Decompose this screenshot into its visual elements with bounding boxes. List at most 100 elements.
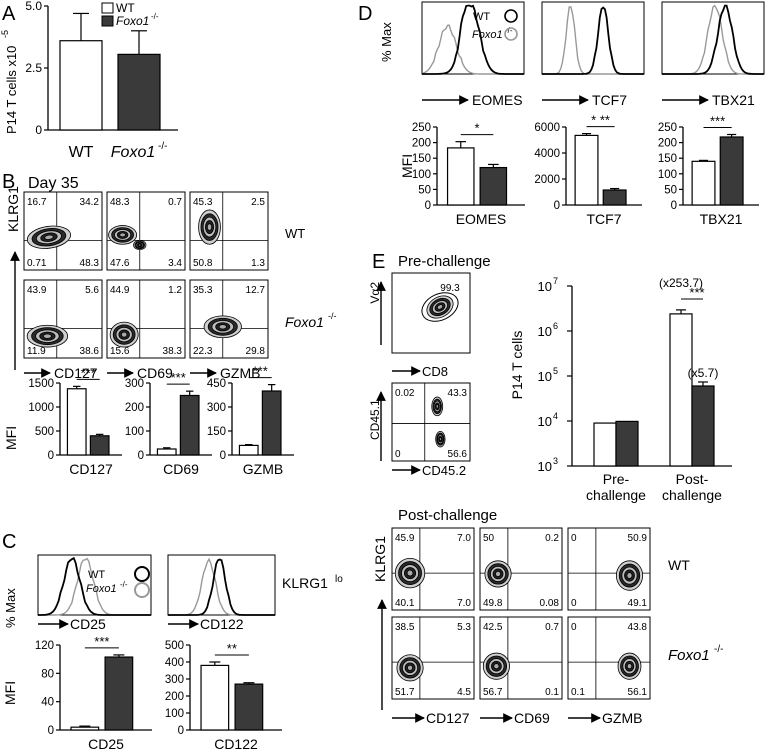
b-flow-1-2-q-ll: 22.3 [193, 346, 213, 357]
b-bars-y-label: MFI [3, 426, 19, 450]
b-row-label-ko-sup: -/- [328, 311, 337, 321]
e-flow-1-2-q-ul: 0 [571, 622, 577, 633]
b-flow-0-2-q-ul: 45.3 [193, 197, 213, 208]
b-flow-0-1-population-contour [138, 243, 142, 247]
c-bars-cd25-tick-label: 80 [41, 668, 54, 680]
b-flow-1-1-q-lr: 38.3 [163, 346, 183, 357]
d-bars-eomes-tick-label: 100 [412, 169, 431, 181]
e-flow-0-0-population [394, 557, 426, 589]
e-tick-label: 10 [538, 459, 552, 474]
e-row-label-wt: WT [668, 557, 690, 573]
e-flow-0-0-q-lr: 7.0 [457, 598, 471, 609]
panel-letter-b: B [2, 171, 15, 193]
b-bars-cd127-sig-stars: *** [81, 365, 96, 380]
c-y-label: % Max [3, 588, 18, 628]
c-x-label-cd122: CD122 [200, 616, 244, 632]
c-bars-cd122-tick-label: 200 [165, 691, 184, 703]
b-flow-1-1-q-ll: 15.6 [110, 346, 130, 357]
c-bars-cd122-tick-label: 400 [165, 657, 184, 669]
b-flow-1-1-q-ul: 44.9 [110, 285, 130, 296]
b-bars-gzmb-tick-label: 450 [207, 378, 226, 390]
c-bars-cd122-tick-label: 500 [165, 640, 184, 652]
b-bars-cd69-tick-label: 300 [125, 378, 144, 390]
b-flow-0-1-population-contour [119, 232, 126, 238]
a-bar-wt [59, 40, 103, 131]
b-flow-0-2-population-contour [206, 223, 213, 231]
d-bars-eomes-sig-stars: * [475, 121, 480, 136]
b-flow-0-0-q-lr: 48.3 [80, 258, 100, 269]
b-bars-cd127-tick-label: 1500 [28, 378, 54, 390]
b-bars-cd69-tick-label: 100 [125, 426, 144, 438]
a-legend-ko: Foxo1 [116, 14, 149, 28]
b-flow-1-1-q-ur: 1.2 [168, 285, 182, 296]
c-legend-wt: WT [88, 569, 105, 581]
e-cd452-label: CD45.2 [422, 463, 466, 478]
b-bars-cd69-bar-ko [179, 394, 200, 456]
b-flow-1-1-population [109, 321, 139, 348]
b-flow-1-2-q-ul: 35.3 [193, 285, 213, 296]
c-bars-cd25-sig-stars: *** [94, 634, 109, 649]
e-cd45-q-ll: 0 [395, 449, 401, 460]
e-row-label-ko: Foxo1 [668, 647, 710, 664]
e-tick-label: 10 [538, 324, 552, 339]
a-tick-label: 5.0 [25, 0, 42, 13]
pre-challenge-title: Pre-challenge [398, 253, 491, 270]
c-legend-circle-ko [134, 582, 150, 598]
d-legend-ko: Foxo1 [472, 29, 503, 41]
b-flow-0-2-q-ll: 50.8 [193, 258, 213, 269]
d-hist-tcf7-curve [542, 6, 644, 75]
d-bars-tcf7-tick-label: 4000 [534, 148, 560, 160]
e-cat-post-2: challenge [662, 487, 722, 503]
d-hist-eomes-curve [422, 4, 524, 75]
e-flow-0-2-q-ur: 50.9 [628, 533, 648, 544]
a-y-label: P14 T cells x10 [4, 46, 19, 134]
e-flow-1-0-q-lr: 4.5 [457, 687, 471, 698]
b-flow-1-0-frame [23, 279, 103, 359]
e-flow-1-1-q-ur: 0.7 [545, 622, 559, 633]
e-flow-0-1-population-contour [495, 570, 502, 577]
b-flow-0-1-q-ul: 48.3 [110, 197, 130, 208]
c-hist-cd25-curve [38, 556, 151, 616]
e-bar-ko [615, 420, 639, 467]
panel-letter-c: C [2, 531, 16, 553]
e-flow-1-1-q-ll: 56.7 [483, 687, 503, 698]
e-flow-1-2-q-ur: 43.8 [628, 622, 648, 633]
c-bars-cd122-tick-label: 0 [178, 725, 184, 737]
e-flow-0-0-q-ur: 7.0 [457, 533, 471, 544]
e-flow-0-0-population-contour [406, 569, 414, 577]
c-bars-y-label: MFI [2, 681, 18, 705]
e-tick-label: 10 [538, 414, 552, 429]
b-flow-0-1-q-ur: 0.7 [168, 197, 182, 208]
d-x-label-tcf7: TCF7 [592, 92, 627, 108]
e-x-label-gzmb: GZMB [602, 710, 642, 726]
b-flow-0-0-population [26, 225, 72, 249]
c-bars-cd25-tick-label: 120 [35, 640, 54, 652]
b-x-label-cd69: CD69 [137, 365, 173, 381]
e-flow-1-0-q-ur: 5.3 [457, 622, 471, 633]
b-flow-0-0-q-ul: 16.7 [27, 197, 47, 208]
b-bars-cd69-category-label: CD69 [163, 461, 199, 477]
b-bars-cd127-bar-wt [66, 388, 87, 456]
a-category-ko: Foxo1 [111, 144, 155, 161]
panel-letter-e: E [372, 251, 385, 273]
e-cat-post-1: Post- [676, 471, 709, 487]
e-flow-1-2-q-ll: 0.1 [571, 687, 585, 698]
e-va2-gate [421, 292, 459, 322]
d-legend-wt: WT [473, 11, 490, 23]
d-bars-tbx21-tick-label: 200 [658, 138, 677, 150]
c-bars-cd25-bar-ko [104, 656, 134, 731]
e-flow-0-0-q-ul: 45.9 [395, 533, 415, 544]
e-tick-exp: 6 [553, 321, 558, 331]
e-flow-0-2-q-ll: 0 [571, 598, 577, 609]
e-tick-label: 10 [538, 279, 552, 294]
b-bars-gzmb-tick-label: 150 [207, 426, 226, 438]
b-flow-1-0-population-contour [42, 333, 52, 339]
a-legend-ko-sup: -/- [151, 12, 159, 21]
e-cat-pre-2: challenge [586, 487, 646, 503]
c-bars-cd122-tick-label: 100 [165, 708, 184, 720]
c-klrg1lo-sup: lo [335, 574, 343, 585]
e-flow-1-1-population-contour [493, 663, 500, 670]
e-va2-population-contour [436, 304, 444, 310]
d-hist-tbx21-curve [662, 4, 764, 75]
